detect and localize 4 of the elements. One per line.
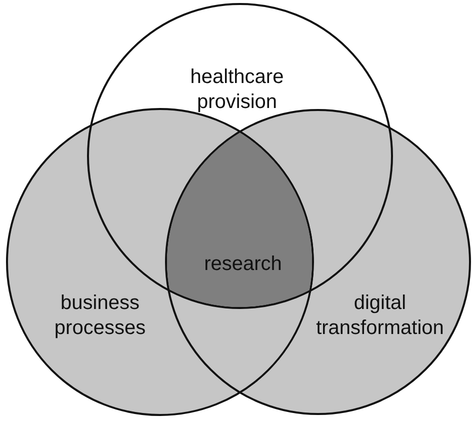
region-label: research (203, 252, 283, 277)
circle-label: business processes (53, 291, 147, 341)
circle-label: healthcare provision (189, 65, 285, 115)
circle-label: digital transformation (315, 291, 445, 341)
